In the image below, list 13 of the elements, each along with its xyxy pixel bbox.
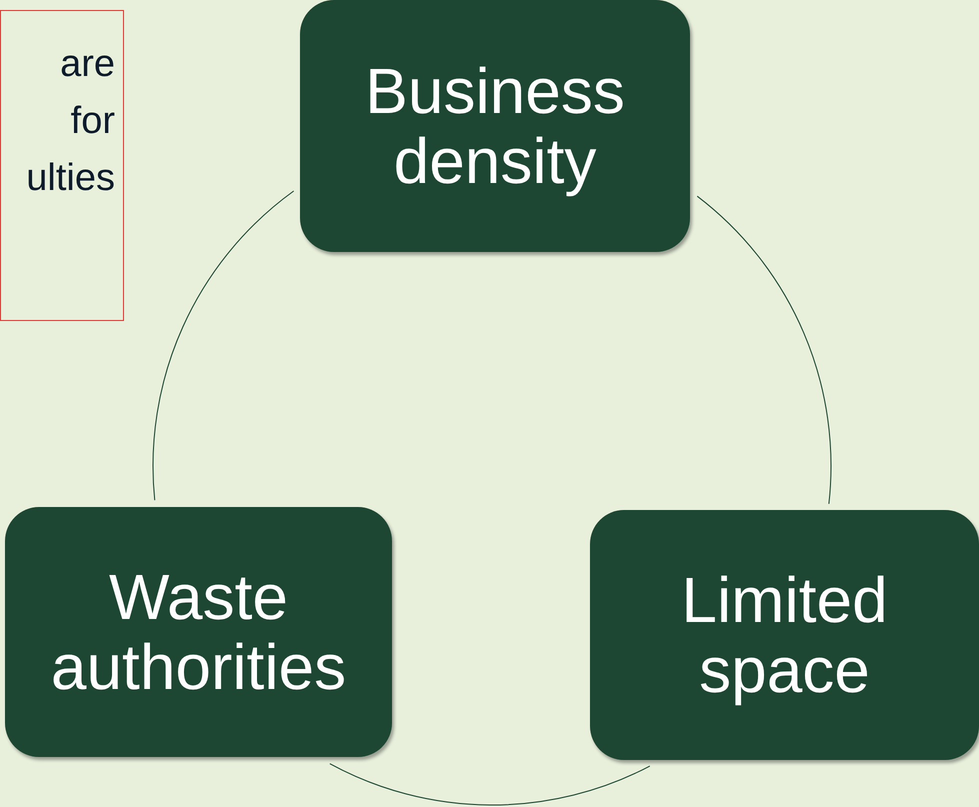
process-box bbox=[300, 0, 690, 252]
note-text: for bbox=[70, 99, 115, 144]
box-label: Limited space bbox=[680, 565, 889, 705]
cycle-arc bbox=[329, 763, 650, 806]
box-label: Business density bbox=[364, 56, 626, 196]
note-text: are bbox=[60, 42, 115, 87]
note-text: ulties bbox=[26, 156, 115, 201]
note-box bbox=[0, 10, 124, 321]
cycle-arc bbox=[152, 190, 294, 501]
process-box bbox=[5, 507, 392, 757]
box-label: Waste authorities bbox=[50, 562, 348, 702]
process-box bbox=[590, 510, 979, 760]
cycle-arc bbox=[696, 196, 832, 504]
